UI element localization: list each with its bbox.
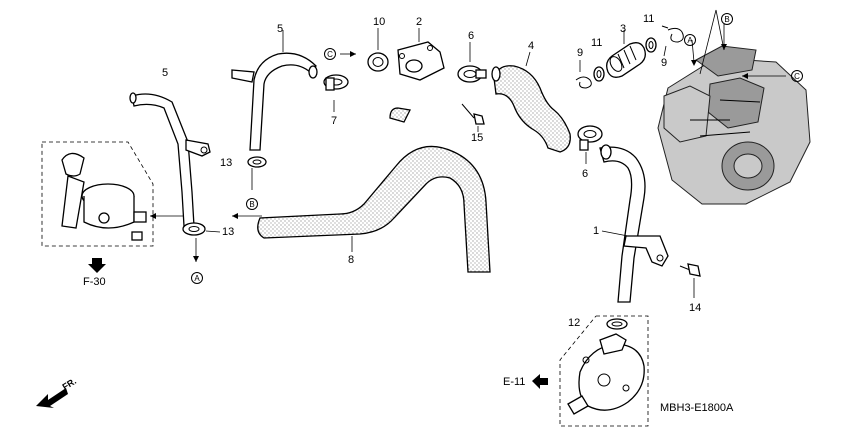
connection-ref-c-right: C <box>791 70 803 82</box>
part-number-5-left: 5 <box>162 67 169 79</box>
part-number-5-upper: 5 <box>277 23 284 35</box>
connection-ref-c-top: C <box>324 48 336 60</box>
part-number-11-left: 11 <box>591 37 603 49</box>
flow-arrows <box>150 24 786 262</box>
o-ring-11-left <box>593 66 605 82</box>
water-pipe-5-upper <box>231 30 318 151</box>
water-pipe-1 <box>599 144 669 303</box>
clip-9-right <box>661 25 684 57</box>
hose-clamp-6-upper <box>457 42 487 83</box>
part-number-2: 2 <box>416 16 423 28</box>
front-direction-arrow <box>36 388 68 408</box>
connection-ref-a-right: A <box>684 34 696 46</box>
part-number-13-upper: 13 <box>220 157 233 169</box>
svg-text:C: C <box>794 72 800 81</box>
part-number-9-left: 9 <box>577 47 584 59</box>
part-number-13-left: 13 <box>222 226 235 238</box>
svg-text:A: A <box>687 36 693 45</box>
part-number-6-lower: 6 <box>582 168 589 180</box>
page-ref-e11-arrow <box>532 374 548 389</box>
water-pump-assembly <box>559 315 649 427</box>
page-ref-e11: E-11 <box>503 376 526 388</box>
page-ref-f30-arrow <box>88 258 106 273</box>
drawing-code: MBH3-E1800A <box>660 402 734 414</box>
connection-ref-b-left: B <box>246 198 258 210</box>
bolt-14 <box>679 263 701 298</box>
svg-text:B: B <box>249 200 254 209</box>
water-pipe-5-left <box>129 92 211 227</box>
water-hose-4 <box>491 51 571 153</box>
connection-ref-b-right: B <box>721 13 733 25</box>
page-ref-f30: F-30 <box>83 276 106 288</box>
hose-clamp-6-lower <box>577 125 603 164</box>
part-number-8: 8 <box>348 254 355 266</box>
clip-9-left <box>575 60 592 89</box>
part-number-15: 15 <box>471 132 484 144</box>
svg-text:A: A <box>194 274 200 283</box>
bolt-15 <box>461 103 485 132</box>
o-ring-11-right <box>645 37 657 53</box>
o-ring-13-left <box>182 222 221 236</box>
part-number-12: 12 <box>568 317 581 329</box>
hose-clamp-7 <box>323 74 349 112</box>
engine <box>657 9 811 205</box>
part-number-10: 10 <box>373 16 386 28</box>
svg-text:B: B <box>724 15 729 24</box>
part-number-1: 1 <box>593 225 600 237</box>
water-joint-2 <box>397 28 445 81</box>
thermostat-assembly <box>41 141 154 247</box>
part-number-9-right: 9 <box>661 57 668 69</box>
part-number-6-upper: 6 <box>468 30 475 42</box>
connection-ref-a-left: A <box>191 272 203 284</box>
connecting-pipe-3 <box>606 30 646 78</box>
water-hose-8 <box>257 107 491 273</box>
part-number-14: 14 <box>689 302 702 314</box>
svg-text:C: C <box>327 50 333 59</box>
part-number-3: 3 <box>620 23 627 35</box>
part-number-7: 7 <box>331 115 338 127</box>
o-ring-10 <box>367 28 389 72</box>
part-number-4: 4 <box>528 40 535 52</box>
o-ring-13-upper <box>247 156 267 168</box>
part-number-11-right: 11 <box>643 13 655 25</box>
o-ring-12 <box>606 318 628 330</box>
